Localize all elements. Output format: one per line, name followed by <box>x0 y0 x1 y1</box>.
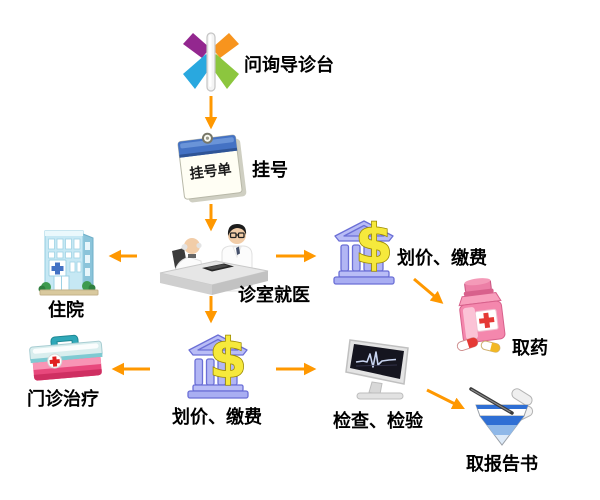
clinic-label: 诊室就医 <box>238 285 310 305</box>
report-label: 取报告书 <box>466 454 538 474</box>
node-inquiry <box>180 32 242 96</box>
node-clinic <box>156 219 270 295</box>
node-pricing-lower: $ <box>185 329 251 405</box>
doctors-desk-icon <box>159 224 269 295</box>
report-basket-icon <box>469 387 534 446</box>
registration-slip-icon: 挂号单 <box>177 132 247 203</box>
hospital-building-icon <box>38 230 99 296</box>
pricing-upper-label: 划价、缴费 <box>397 248 487 268</box>
node-pharmacy <box>452 277 510 353</box>
exam-label: 检查、检验 <box>333 411 423 431</box>
first-aid-kit-icon <box>29 334 103 381</box>
register-label: 挂号 <box>252 160 288 180</box>
guide-star-icon <box>183 32 239 92</box>
arrow-pricing-upper-to-pharmacy <box>413 277 444 304</box>
node-exam <box>342 336 424 404</box>
arrow-exam-to-report <box>426 388 465 409</box>
slip-text: 挂号单 <box>189 161 233 182</box>
pharmacy-label: 取药 <box>512 338 548 358</box>
node-outpatient <box>24 333 110 395</box>
dollar-glyph: $ <box>209 329 247 390</box>
medicine-bottle-icon <box>456 278 506 353</box>
node-register: 挂号单 <box>174 128 250 206</box>
bank-dollar-icon: $ <box>333 215 395 285</box>
bank-dollar-icon: $ <box>187 329 249 399</box>
inquiry-label: 问询导诊台 <box>244 55 334 75</box>
dollar-glyph: $ <box>355 215 393 276</box>
node-report <box>466 383 536 449</box>
pricing-lower-label: 划价、缴费 <box>172 407 262 427</box>
node-hospitalize <box>37 224 101 300</box>
ecg-monitor-icon <box>345 339 409 400</box>
hospitalize-label: 住院 <box>48 300 84 320</box>
outpatient-label: 门诊治疗 <box>27 389 99 409</box>
node-pricing-upper: $ <box>331 215 397 291</box>
